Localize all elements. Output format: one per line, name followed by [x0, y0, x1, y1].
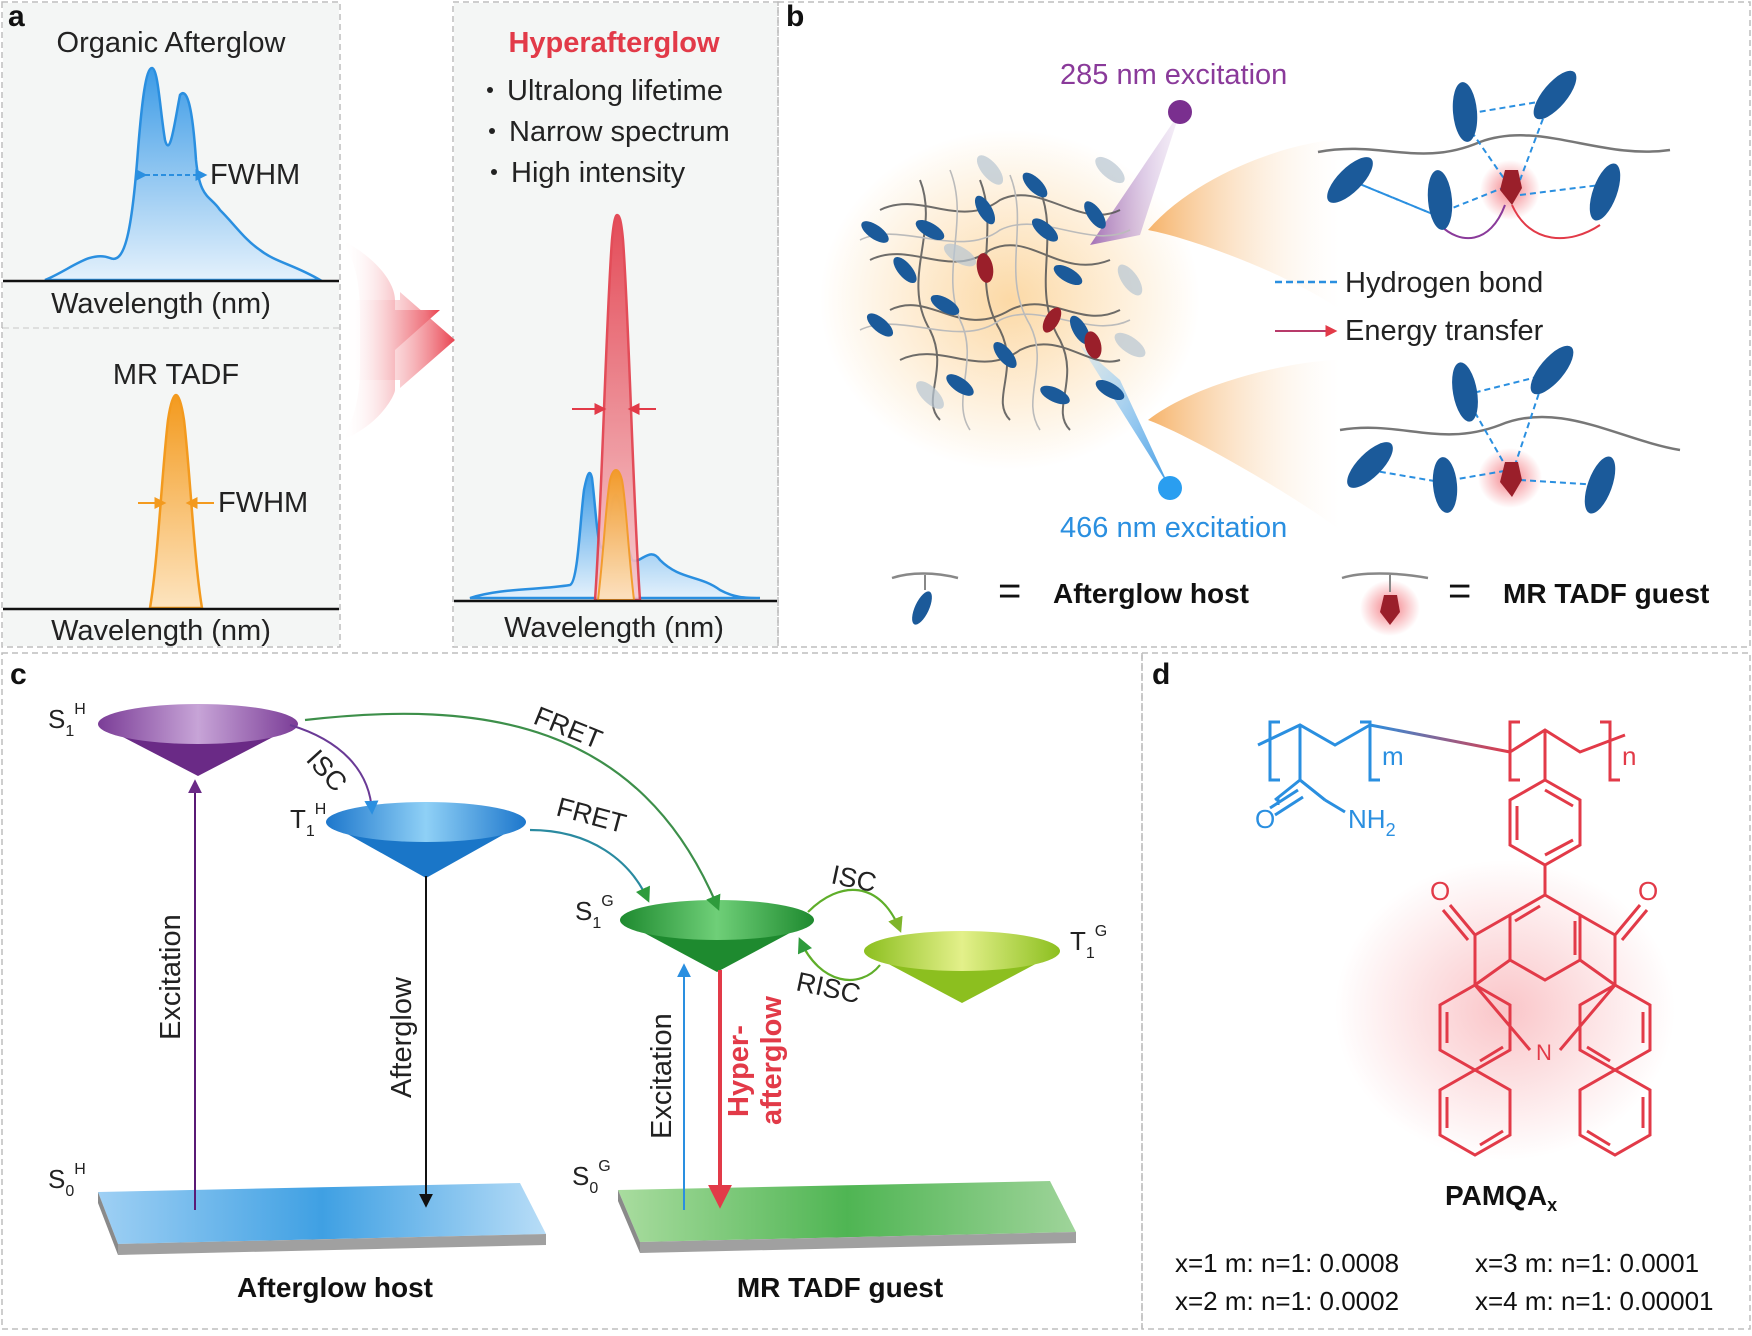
energy-legend-label: Energy transfer — [1345, 315, 1544, 347]
legend-guest-icon — [1341, 572, 1429, 636]
compound-name: PAMQAx — [1445, 1180, 1557, 1215]
t1h-cone — [326, 802, 526, 878]
excitation-466-label: 466 nm excitation — [1060, 512, 1287, 544]
excitation-label-2: Excitation — [646, 1013, 678, 1139]
isc-label-1: ISC — [301, 744, 353, 798]
feature-item-2: Narrow spectrum — [509, 116, 730, 148]
isc-arrow-host — [289, 724, 379, 815]
mr-tadf-guest-label: MR TADF guest — [737, 1272, 943, 1303]
acridone-core — [1438, 893, 1652, 1157]
afterglow-host-label: Afterglow host — [237, 1272, 433, 1303]
carbonyl-o-right: O — [1638, 876, 1658, 906]
fwhm-label-1: FWHM — [210, 159, 300, 191]
amide-group — [1269, 778, 1346, 817]
hyperafterglow-title: Hyperafterglow — [508, 27, 720, 59]
panel-letter-c: c — [10, 658, 27, 691]
s1g-cone — [620, 900, 814, 972]
acridone-glow — [1335, 860, 1675, 1160]
afterglow-label: Afterglow — [386, 976, 418, 1098]
zoom-bottom — [1339, 345, 1681, 514]
feature-item-1: Ultralong lifetime — [507, 75, 723, 107]
s0g-label: S0G — [572, 1158, 611, 1197]
host-molecules — [861, 172, 1125, 405]
isc-arrow-guest — [807, 888, 903, 933]
beam-bottom — [1148, 360, 1340, 530]
host-equals: = — [998, 569, 1021, 613]
fret-arrow-1 — [304, 712, 721, 911]
ratio-item-4: x=4 m: n=1: 0.00001 — [1475, 1286, 1714, 1316]
hyper-label-1: Hyper- — [723, 1025, 755, 1117]
subscript-n: n — [1622, 741, 1636, 771]
guest-equals: = — [1448, 569, 1471, 613]
risc-arrow — [797, 937, 881, 982]
t1g-cone — [864, 931, 1060, 1003]
nitrogen-atom: N — [1536, 1040, 1552, 1065]
wavelength-label-3: Wavelength (nm) — [504, 612, 724, 644]
zoom-top — [1317, 70, 1671, 239]
ratio-item-3: x=2 m: n=1: 0.0002 — [1175, 1286, 1399, 1316]
s1h-label: S1H — [48, 701, 86, 740]
beam-top — [1148, 140, 1340, 310]
s0h-label: S0H — [48, 1161, 86, 1200]
fwhm-label-2: FWHM — [218, 487, 308, 519]
faint-molecules — [916, 155, 1146, 409]
subscript-m: m — [1382, 741, 1404, 771]
t1h-label: T1H — [290, 801, 326, 840]
organic-afterglow-title: Organic Afterglow — [57, 27, 287, 59]
s1g-label: S1G — [575, 893, 614, 932]
source-466 — [1158, 476, 1182, 500]
s1h-cone — [98, 704, 298, 776]
hyper-label-2: afterglow — [756, 996, 788, 1125]
wavelength-label-1: Wavelength (nm) — [51, 288, 271, 320]
fret-label-1: FRET — [530, 701, 607, 755]
legend-host-label: Afterglow host — [1053, 578, 1249, 609]
feature-list: Ultralong lifetime Narrow spectrum High … — [487, 75, 730, 189]
ratio-item-1: x=1 m: n=1: 0.0008 — [1175, 1248, 1399, 1278]
hyper-guest-orange-spectrum — [596, 468, 636, 601]
amide-nh: NH2 — [1348, 804, 1396, 840]
risc-label: RISC — [794, 967, 863, 1010]
fret-label-2: FRET — [553, 792, 629, 839]
legend-host-icon — [891, 572, 959, 625]
polymer-network-faint — [859, 169, 1131, 431]
guest-molecules — [976, 253, 1102, 359]
phenyl-ring — [1508, 778, 1582, 895]
panel-letter-a: a — [8, 0, 25, 33]
panel-letter-d: d — [1152, 658, 1170, 691]
feature-item-3: High intensity — [511, 157, 686, 189]
mr-tadf-title: MR TADF — [113, 359, 239, 391]
ratio-item-2: x=3 m: n=1: 0.0001 — [1475, 1248, 1699, 1278]
excitation-285-label: 285 nm excitation — [1060, 59, 1287, 91]
carbonyl-o-left: O — [1430, 876, 1450, 906]
host-plate — [98, 1183, 546, 1255]
ratio-list: x=1 m: n=1: 0.0008 x=3 m: n=1: 0.0001 x=… — [1175, 1248, 1714, 1316]
fret-arrow-2 — [529, 828, 650, 903]
excitation-label-1: Excitation — [155, 914, 187, 1040]
legend-guest-label: MR TADF guest — [1503, 578, 1709, 609]
panel-letter-b: b — [786, 0, 804, 33]
polymer-backbone — [1257, 720, 1626, 805]
guest-plate — [618, 1181, 1076, 1253]
transition-arrow-body — [345, 292, 455, 388]
cone-285 — [1090, 112, 1180, 245]
source-285 — [1168, 100, 1192, 124]
hbond-legend-label: Hydrogen bond — [1345, 267, 1543, 299]
t1g-label: T1G — [1070, 923, 1107, 962]
wavelength-label-2: Wavelength (nm) — [51, 615, 271, 647]
amide-o: O — [1255, 804, 1275, 834]
